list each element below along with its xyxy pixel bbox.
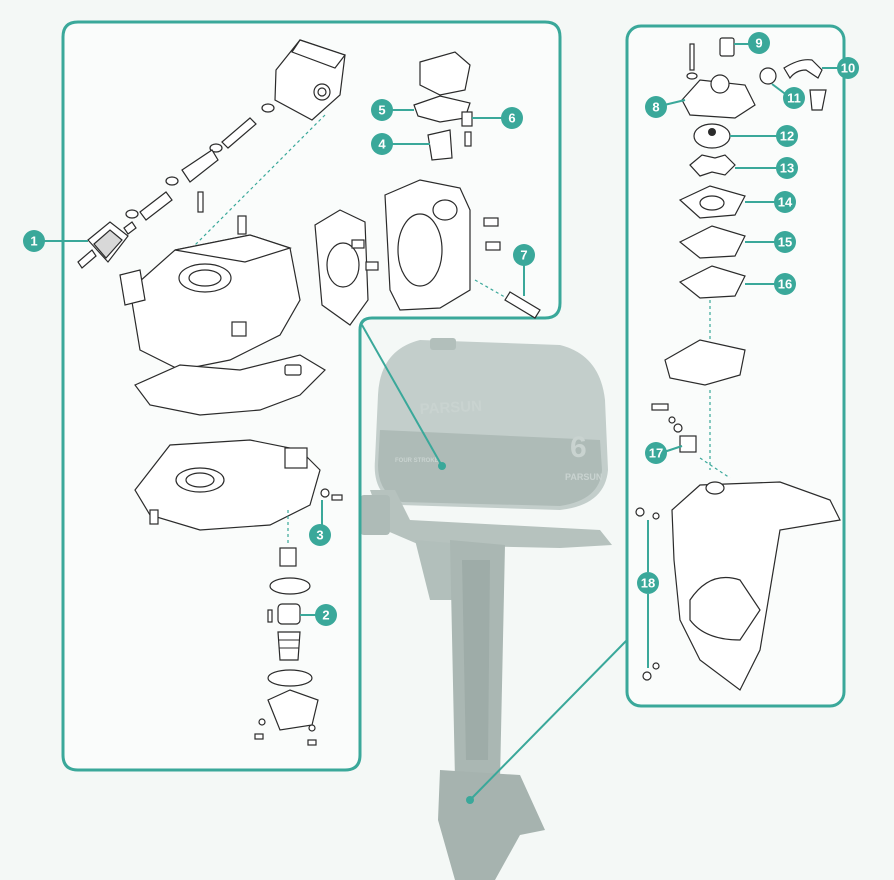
water-tube-seal — [759, 67, 777, 85]
callout-17[interactable]: 17 — [645, 442, 667, 464]
callout-7[interactable]: 7 — [513, 244, 535, 266]
svg-text:18: 18 — [641, 576, 655, 591]
outboard-motor-silhouette — [360, 338, 612, 880]
callout-4[interactable]: 4 — [371, 133, 393, 155]
svg-text:1: 1 — [30, 234, 37, 249]
callout-1[interactable]: 1 — [23, 230, 45, 252]
fuel-filter-part — [77, 221, 137, 269]
callout-11[interactable]: 11 — [783, 87, 805, 109]
shaft-bearing — [279, 547, 297, 567]
svg-text:5: 5 — [378, 103, 385, 118]
outer-plate — [678, 225, 746, 259]
tube-grommet — [809, 89, 827, 111]
svg-text:3: 3 — [316, 528, 323, 543]
svg-text:17: 17 — [649, 446, 663, 461]
cylinder-block-upper — [119, 215, 301, 371]
callout-layer: 1 2 3 4 5 6 7 8 9 10 11 12 13 — [23, 32, 859, 668]
callout-8[interactable]: 8 — [645, 96, 667, 118]
thermostat-bush — [461, 111, 473, 127]
thermostat-cover-part — [419, 51, 471, 96]
water-pump-housing — [681, 79, 756, 119]
svg-text:2: 2 — [322, 608, 329, 623]
callout-6[interactable]: 6 — [501, 107, 523, 129]
right-panel-parts — [635, 37, 841, 691]
svg-text:9: 9 — [755, 36, 762, 51]
fuel-pump-part — [261, 39, 346, 121]
thermostat-part — [427, 129, 453, 161]
svg-text:7: 7 — [520, 248, 527, 263]
spring-part — [277, 631, 301, 661]
callout-15[interactable]: 15 — [774, 231, 796, 253]
water-tube-grommet — [719, 37, 735, 57]
callout-18[interactable]: 18 — [637, 572, 659, 594]
leader-right-dot — [466, 796, 474, 804]
leader-right-to-motor — [469, 639, 628, 801]
bolt-part — [689, 43, 695, 71]
callout-2[interactable]: 2 — [315, 604, 337, 626]
motor-model-number: 6 — [570, 431, 587, 464]
plate-washer — [269, 577, 311, 595]
pump-housing-lower — [267, 689, 319, 731]
motor-brand-small: PARSUN — [565, 472, 602, 482]
pump-base-part — [664, 339, 746, 386]
fuel-connector — [181, 149, 219, 183]
callout-10[interactable]: 10 — [837, 57, 859, 79]
pump-gasket-lower — [678, 265, 746, 299]
callout-12[interactable]: 12 — [776, 125, 798, 147]
svg-text:11: 11 — [787, 91, 801, 106]
svg-text:4: 4 — [378, 137, 386, 152]
lower-unit-housing — [671, 481, 841, 691]
svg-text:16: 16 — [778, 277, 792, 292]
callout-9[interactable]: 9 — [748, 32, 770, 54]
fuel-hose-upper — [221, 117, 257, 149]
svg-text:12: 12 — [780, 129, 794, 144]
svg-text:10: 10 — [841, 61, 855, 76]
svg-text:8: 8 — [652, 100, 659, 115]
callout-5[interactable]: 5 — [371, 99, 393, 121]
left-panel-parts — [77, 39, 541, 746]
spark-plug-part — [504, 291, 541, 319]
callout-3[interactable]: 3 — [309, 524, 331, 546]
screw-part — [651, 403, 669, 411]
leader-left-to-motor — [361, 324, 443, 467]
impeller-part — [689, 154, 736, 177]
callout-13[interactable]: 13 — [776, 157, 798, 179]
motor-sub-label: FOUR STROKE — [395, 458, 439, 464]
callout-16[interactable]: 16 — [774, 273, 796, 295]
motor-brand-text: PARSUN — [419, 398, 482, 418]
svg-text:13: 13 — [780, 161, 794, 176]
leader-left-dot — [438, 462, 446, 470]
water-tube-part — [783, 59, 823, 80]
svg-text:15: 15 — [778, 235, 792, 250]
callout-14[interactable]: 14 — [774, 191, 796, 213]
fuel-hose-lower — [139, 191, 173, 221]
anode-plate — [679, 435, 697, 453]
crankcase-gasket — [134, 354, 326, 416]
crankcase-lower — [134, 439, 321, 531]
svg-text:6: 6 — [508, 111, 515, 126]
oil-seal-part — [277, 603, 301, 625]
svg-text:14: 14 — [778, 195, 793, 210]
